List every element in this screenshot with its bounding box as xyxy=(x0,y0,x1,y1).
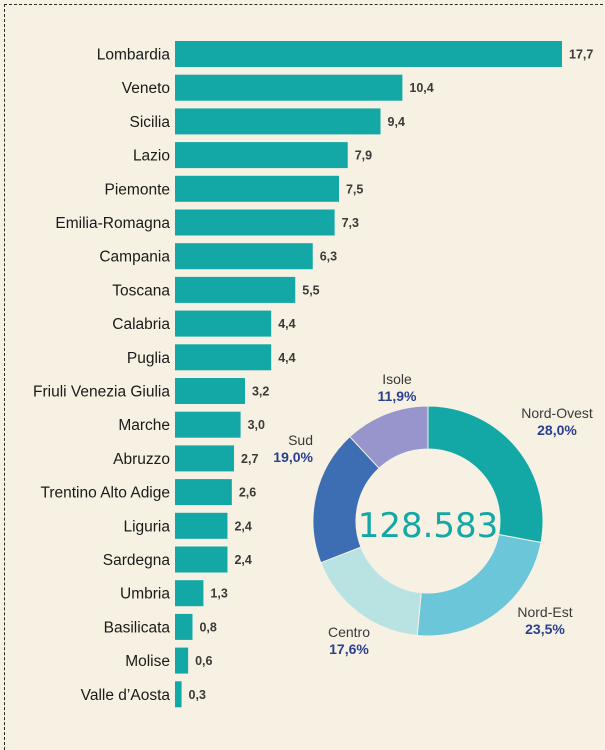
category-label: Marche xyxy=(118,417,170,434)
donut-center-total: 128.583 xyxy=(358,506,499,546)
category-label: Piemonte xyxy=(105,181,170,198)
slice-percent: 11,9% xyxy=(378,388,417,404)
category-label: Emilia-Romagna xyxy=(55,215,170,232)
slice-label: Sud xyxy=(288,432,313,448)
category-label: Umbria xyxy=(120,586,170,603)
bar xyxy=(175,445,235,472)
bar xyxy=(175,243,313,270)
slice-percent: 17,6% xyxy=(329,641,369,657)
value-label: 2,4 xyxy=(234,553,251,567)
bar xyxy=(175,310,272,337)
donut-slice xyxy=(320,546,422,637)
value-label: 3,2 xyxy=(252,385,269,399)
category-label: Calabria xyxy=(112,316,170,333)
category-label: Campania xyxy=(99,249,170,266)
value-label: 6,3 xyxy=(320,250,337,264)
value-label: 0,3 xyxy=(189,688,206,702)
bar xyxy=(175,512,228,539)
value-label: 7,5 xyxy=(346,182,363,196)
bar xyxy=(175,175,339,202)
value-label: 3,0 xyxy=(248,418,265,432)
category-label: Sardegna xyxy=(103,552,171,569)
category-label: Toscana xyxy=(112,282,170,299)
category-label: Lombardia xyxy=(97,47,171,64)
bar xyxy=(175,142,348,169)
slice-percent: 23,5% xyxy=(525,621,565,637)
value-label: 4,4 xyxy=(278,351,295,365)
value-label: 4,4 xyxy=(278,317,295,331)
value-label: 5,5 xyxy=(302,283,319,297)
donut-slice xyxy=(349,405,429,469)
donut-slice xyxy=(416,533,542,637)
bar xyxy=(175,479,232,506)
value-label: 0,8 xyxy=(199,620,216,634)
value-label: 10,4 xyxy=(409,81,433,95)
bar xyxy=(175,41,562,67)
category-label: Basilicata xyxy=(104,619,171,636)
value-label: 2,7 xyxy=(241,452,258,466)
bar xyxy=(175,647,189,674)
slice-label: Nord-Est xyxy=(517,604,572,620)
bar xyxy=(175,546,228,573)
bar xyxy=(175,613,193,640)
value-label: 2,4 xyxy=(234,519,251,533)
category-label: Veneto xyxy=(122,80,170,97)
value-label: 7,9 xyxy=(355,149,372,163)
slice-label: Centro xyxy=(328,624,370,640)
category-label: Abruzzo xyxy=(113,451,170,468)
bar xyxy=(175,681,182,708)
category-label: Puglia xyxy=(127,350,170,367)
category-label: Valle d’Aosta xyxy=(81,687,171,704)
value-label: 0,6 xyxy=(195,654,212,668)
category-label: Liguria xyxy=(123,518,170,535)
bar xyxy=(175,580,204,607)
value-label: 7,3 xyxy=(342,216,359,230)
bar xyxy=(175,209,335,236)
bar xyxy=(175,276,296,303)
bar xyxy=(175,74,403,101)
slice-label: Isole xyxy=(382,371,412,387)
value-label: 2,6 xyxy=(239,486,256,500)
category-label: Lazio xyxy=(133,148,170,165)
bar xyxy=(175,378,245,404)
bar xyxy=(175,344,272,371)
category-label: Sicilia xyxy=(130,114,171,131)
donut-slice xyxy=(427,405,544,544)
chart-frame xyxy=(4,4,605,750)
slice-percent: 28,0% xyxy=(537,422,577,438)
bar xyxy=(175,411,241,438)
slice-label: Nord-Ovest xyxy=(521,405,593,421)
value-label: 17,7 xyxy=(569,48,593,62)
value-label: 9,4 xyxy=(388,115,405,129)
slice-percent: 19,0% xyxy=(273,449,313,465)
category-label: Trentino Alto Adige xyxy=(40,485,170,502)
bar xyxy=(175,108,381,135)
category-label: Friuli Venezia Giulia xyxy=(33,384,170,401)
value-label: 1,3 xyxy=(210,587,227,601)
category-label: Molise xyxy=(125,653,170,670)
